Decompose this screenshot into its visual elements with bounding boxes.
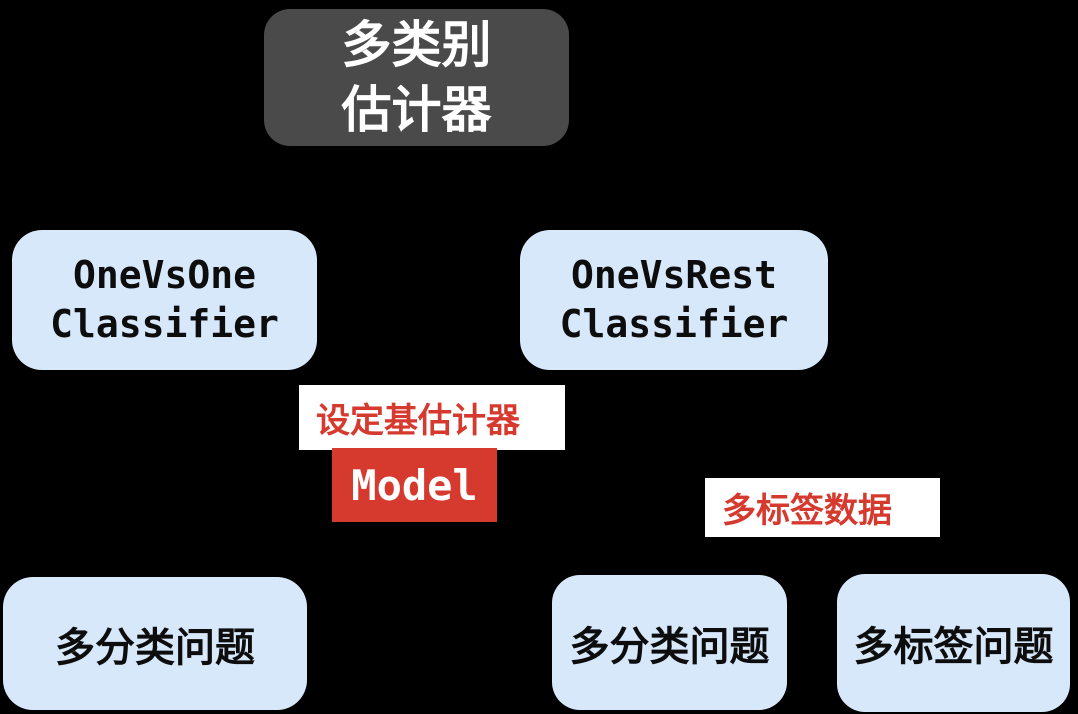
multiclass-problem-middle-node: 多分类问题	[552, 575, 787, 710]
one-vs-rest-label-line2: Classifier	[559, 302, 789, 346]
one-vs-one-classifier-node: OneVsOne Classifier	[12, 230, 317, 370]
one-vs-one-label-line2: Classifier	[50, 302, 279, 346]
root-node-label-line1: 多类别	[341, 16, 492, 73]
model-node-label: Model	[351, 460, 478, 510]
multiclass-problem-left-node: 多分类问题	[3, 577, 307, 710]
multilabel-data-annotation: 多标签数据	[705, 478, 940, 537]
root-node-multiclass-estimator: 多类别 估计器	[264, 9, 569, 146]
one-vs-rest-classifier-node: OneVsRest Classifier	[520, 230, 828, 370]
multiclass-problem-left-label: 多分类问题	[55, 625, 255, 670]
one-vs-rest-label-line1: OneVsRest	[571, 252, 777, 297]
multilabel-data-annotation-text: 多标签数据	[722, 492, 892, 530]
base-estimator-annotation: 设定基估计器	[299, 385, 565, 450]
model-node: Model	[332, 448, 497, 522]
root-node-label-line2: 估计器	[341, 81, 492, 138]
multilabel-problem-label: 多标签问题	[853, 625, 1054, 669]
one-vs-one-label-line1: OneVsOne	[72, 252, 257, 297]
base-estimator-annotation-text: 设定基估计器	[316, 402, 520, 440]
multilabel-problem-node: 多标签问题	[837, 574, 1070, 712]
multiclass-problem-middle-label: 多分类问题	[569, 624, 770, 669]
